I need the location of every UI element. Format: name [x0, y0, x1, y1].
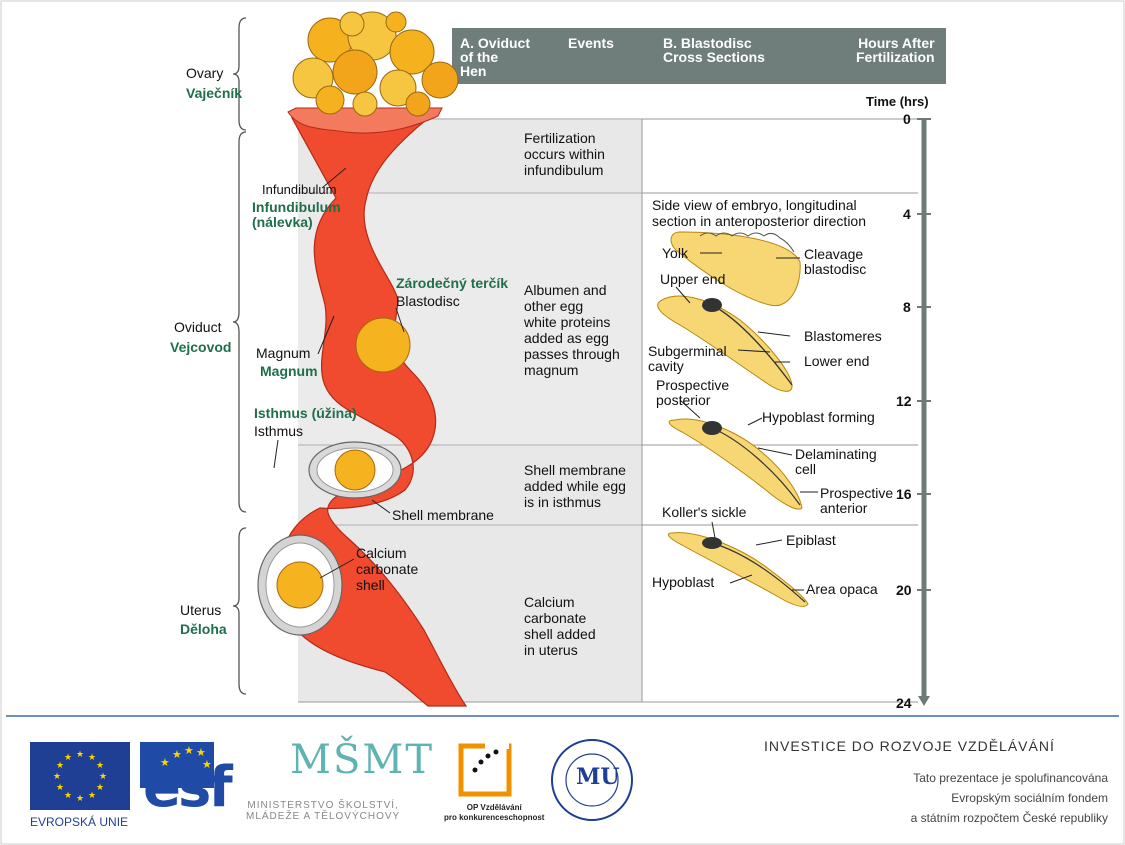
- magnum-label: Magnum: [256, 346, 310, 361]
- svg-text:★: ★: [88, 753, 96, 763]
- oviduct-label: Oviduct: [174, 320, 221, 335]
- msmt-label: MINISTERSTVO ŠKOLSTVÍ, MLÁDEŽE A TĚLOVÝC…: [246, 800, 400, 822]
- msmt-logo: MŠMT: [290, 738, 434, 782]
- muni-seal-monogram: MU: [576, 764, 620, 790]
- tick-12: 12: [896, 394, 912, 409]
- delaminating-label: Delaminating cell: [795, 447, 877, 477]
- epiblast-label: Epiblast: [786, 533, 836, 548]
- upper-end-label: Upper end: [660, 272, 725, 287]
- isthmus-label: Isthmus: [254, 424, 303, 439]
- uterus-label-cz: Děloha: [180, 622, 227, 637]
- tick-20: 20: [896, 583, 912, 598]
- tick-24: 24: [896, 696, 912, 711]
- infundibulum-label: Infundibulum: [262, 182, 336, 197]
- prospective-posterior-label: Prospective posterior: [656, 378, 729, 408]
- svg-text:★: ★: [56, 783, 64, 793]
- egg-uterus-yolk: [277, 562, 323, 608]
- timeline-title: Time (hrs): [866, 94, 929, 109]
- cleavage-label: Cleavage blastodisc: [804, 247, 866, 277]
- lower-end-label: Lower end: [804, 354, 869, 369]
- shell-membrane-label: Shell membrane: [392, 508, 494, 523]
- svg-text:★: ★: [76, 794, 84, 804]
- prospective-anterior-label: Prospective anterior: [820, 486, 893, 516]
- svg-text:★: ★: [76, 750, 84, 760]
- funding-note: Tato prezentace je spolufinancována Evro…: [860, 768, 1108, 828]
- uterus-label: Uterus: [180, 603, 221, 618]
- blastomeres-label: Blastomeres: [804, 329, 882, 344]
- event-shell-membrane: Shell membrane added while egg is in ist…: [524, 462, 626, 510]
- svg-text:★: ★: [64, 753, 72, 763]
- hypoblast-label: Hypoblast: [652, 575, 714, 590]
- isthmus-label-cz: Isthmus (úžina): [254, 406, 357, 421]
- cross-section-hypoblast: [669, 419, 802, 509]
- eu-flag-logo: ★★★ ★★★ ★★★ ★★★: [30, 742, 130, 810]
- oviduct-label-cz: Vejcovod: [170, 340, 231, 355]
- header-col-oviduct: A. Oviduct of the Hen: [460, 36, 530, 78]
- ovary-label-cz: Vaječník: [186, 86, 242, 101]
- blastodisc-label-cz: Zárodečný terčík: [396, 276, 508, 291]
- svg-text:★: ★: [99, 772, 107, 782]
- magnum-label-cz: Magnum: [260, 364, 318, 379]
- ovary-follicles: [293, 12, 458, 116]
- infundibulum-label-cz: Infundibulum (nálevka): [252, 200, 341, 230]
- oviduct-brace: [233, 132, 246, 512]
- subgerminal-label: Subgerminal cavity: [648, 344, 727, 374]
- svg-text:★: ★: [56, 761, 64, 771]
- tick-0: 0: [903, 112, 911, 127]
- svg-text:★: ★: [96, 761, 104, 771]
- uterus-brace: [233, 528, 246, 694]
- svg-text:★: ★: [53, 772, 61, 782]
- esf-logo-text: esf: [143, 758, 230, 818]
- ovary-label: Ovary: [186, 66, 223, 81]
- kollers-sickle-label: Koller's sickle: [662, 505, 746, 520]
- egg-isthmus-yolk: [335, 450, 375, 490]
- op-label: OP Vzdělávání pro konkurenceschopnost: [444, 803, 544, 823]
- investice-heading: INVESTICE DO ROZVOJE VZDĚLÁVÁNÍ: [764, 738, 1055, 754]
- svg-text:★: ★: [96, 783, 104, 793]
- svg-text:★: ★: [88, 791, 96, 801]
- hypoblast-forming-label: Hypoblast forming: [762, 410, 875, 425]
- event-fertilization: Fertilization occurs within infundibulum: [524, 130, 605, 178]
- side-view-caption: Side view of embryo, longitudinal sectio…: [652, 197, 866, 229]
- blastodisc-label: Blastodisc: [396, 294, 460, 309]
- eu-label: EVROPSKÁ UNIE: [30, 815, 128, 829]
- ovary-brace: [233, 18, 246, 130]
- header-col-events: Events: [568, 36, 614, 50]
- yolk-label: Yolk: [662, 246, 688, 261]
- tick-8: 8: [903, 300, 911, 315]
- tick-4: 4: [903, 207, 911, 222]
- event-albumen: Albumen and other egg white proteins add…: [524, 282, 620, 378]
- header-col-hours: Hours After Fertilization: [856, 36, 935, 64]
- cross-section-cleavage: [671, 232, 800, 306]
- event-calcium: Calcium carbonate shell added in uterus: [524, 594, 596, 658]
- header-col-blastodisc: B. Blastodisc Cross Sections: [663, 36, 765, 64]
- svg-text:★: ★: [64, 791, 72, 801]
- timeline-arrow: [918, 696, 930, 706]
- tick-16: 16: [896, 487, 912, 502]
- area-opaca-label: Area opaca: [806, 582, 878, 597]
- op-vzdelavani-logo: [455, 740, 515, 800]
- calcium-shell-label: Calcium carbonate shell: [356, 545, 418, 593]
